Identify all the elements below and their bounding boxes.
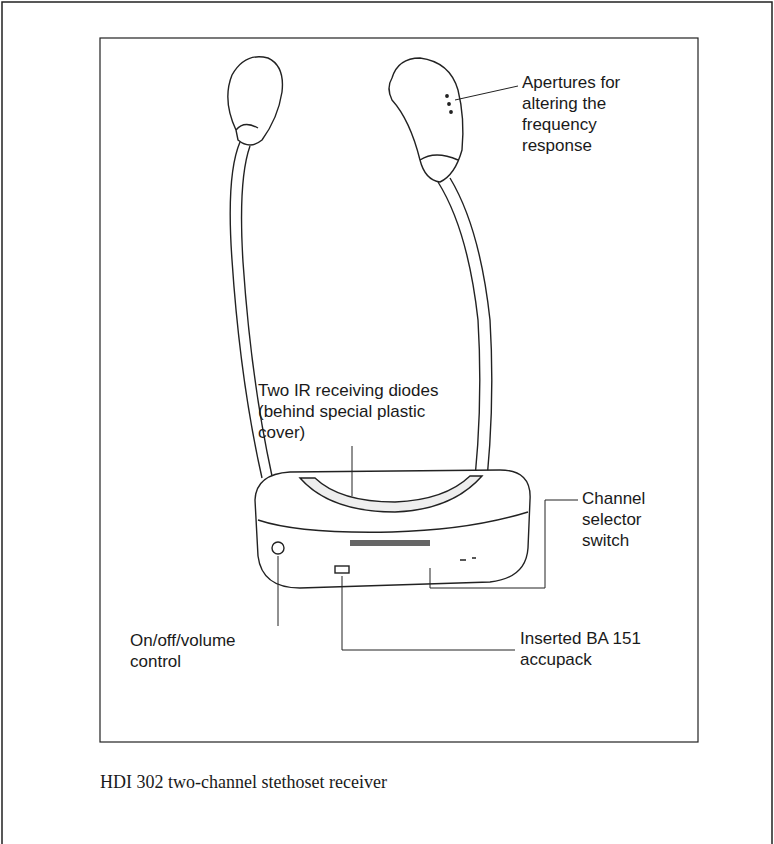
ear-tip <box>389 58 463 182</box>
leader-line <box>455 86 518 100</box>
callout-label: On/off/volume control <box>130 630 265 672</box>
callout-label: Two IR receiving diodes (behind special … <box>258 380 448 443</box>
leader-line <box>342 576 515 650</box>
callout-label: Apertures for altering the frequency res… <box>522 72 644 156</box>
aperture <box>446 95 448 97</box>
stem <box>230 142 262 478</box>
accupack <box>335 566 349 573</box>
figure-caption: HDI 302 two-channel stethoset receiver <box>100 772 387 793</box>
channel-switch <box>460 558 476 560</box>
callout-label: Channel selector switch <box>582 488 687 551</box>
leader-line <box>278 556 279 626</box>
aperture <box>450 111 452 113</box>
aperture <box>448 103 450 105</box>
callout-label: Inserted BA 151 accupack <box>520 628 680 670</box>
receiver-body <box>255 470 530 588</box>
volume-knob <box>272 542 284 554</box>
inner-frame <box>100 38 698 742</box>
logo <box>350 540 430 546</box>
ear-tip-edge <box>236 124 258 130</box>
leader-line <box>352 446 353 496</box>
body-seam <box>258 512 528 532</box>
ear-tip <box>228 57 283 145</box>
leader-line <box>430 500 578 588</box>
ear-tip-edge <box>420 155 458 160</box>
ir-cover <box>300 476 482 512</box>
